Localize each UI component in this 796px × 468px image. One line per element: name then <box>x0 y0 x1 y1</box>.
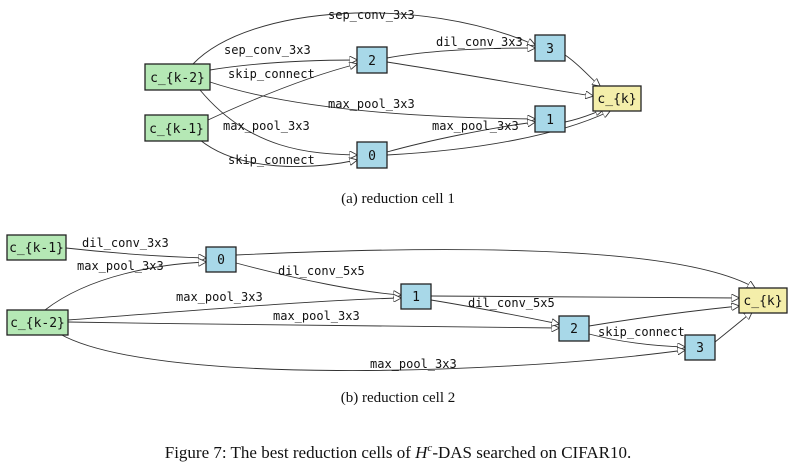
edge-b-n2-n3 <box>588 333 685 347</box>
node-label: 0 <box>217 253 225 268</box>
edge-a-n1-out <box>564 110 603 123</box>
edge-label: max_pool_3x3 <box>223 119 310 133</box>
node-2: 2 <box>558 315 590 342</box>
figure-caption-prefix: Figure 7: The best reduction cells of <box>165 443 415 462</box>
edge-labels-cell-2: dil_conv_3x3 max_pool_3x3 dil_conv_5x5 m… <box>77 236 685 371</box>
node-label: c_{k-1} <box>9 241 64 256</box>
diagram-reduction-cell-1: sep_conv_3x3 sep_conv_3x3 skip_connect m… <box>144 8 642 207</box>
edge-label: dil_conv_3x3 <box>436 35 523 49</box>
edge-label: max_pool_3x3 <box>273 309 360 323</box>
node-label: 3 <box>696 341 704 356</box>
node-label: 3 <box>546 42 554 57</box>
node-label: c_{k} <box>743 294 782 309</box>
nodes-cell-2: c_{k-1} c_{k-2} 0 1 2 3 <box>6 234 788 361</box>
edge-label: skip_connect <box>228 67 315 81</box>
edge-label: max_pool_3x3 <box>328 97 415 111</box>
node-3: 3 <box>684 334 716 361</box>
edge-a-n0-n1 <box>386 122 535 153</box>
node-3: 3 <box>534 34 566 62</box>
figure-caption: Figure 7: The best reduction cells of Hc… <box>165 442 632 462</box>
node-label: c_{k} <box>597 92 636 107</box>
node-c-k-2: c_{k-2} <box>144 63 211 91</box>
edge-a-km1-n0 <box>199 139 357 167</box>
edge-label: sep_conv_3x3 <box>224 43 311 57</box>
node-1: 1 <box>534 105 566 133</box>
edge-a-n3-out <box>564 54 600 86</box>
edge-a-km2-n3 <box>192 12 535 65</box>
edge-a-n2-out <box>386 61 593 96</box>
node-0: 0 <box>356 141 388 169</box>
edge-b-n0-n1 <box>235 262 401 295</box>
edge-label: skip_connect <box>598 325 685 339</box>
edge-b-n1-n2 <box>430 299 559 324</box>
nodes-cell-1: c_{k-2} c_{k-1} 0 1 2 3 <box>144 34 642 169</box>
edge-label: dil_conv_3x3 <box>82 236 169 250</box>
node-c-k: c_{k} <box>738 287 788 314</box>
edge-label: dil_conv_5x5 <box>468 296 555 310</box>
edge-b-km2-n1 <box>67 298 401 321</box>
node-0: 0 <box>205 246 237 273</box>
node-c-k-1: c_{k-1} <box>144 114 209 142</box>
figure-caption-symbol: H <box>414 443 429 462</box>
node-label: 1 <box>546 113 554 128</box>
node-label: c_{k-2} <box>150 71 205 86</box>
edges-cell-1 <box>192 12 610 167</box>
edge-a-n0-out <box>386 111 610 156</box>
edge-label: max_pool_3x3 <box>176 290 263 304</box>
node-c-k-2: c_{k-2} <box>6 309 69 336</box>
edge-a-km1-n2 <box>207 64 357 121</box>
edge-b-n3-out <box>714 312 752 343</box>
edge-b-n2-out <box>588 306 739 327</box>
node-2: 2 <box>356 46 388 74</box>
edge-b-n0-out <box>235 249 755 288</box>
edge-b-n1-out <box>430 296 739 298</box>
edge-a-km2-n0 <box>199 89 357 155</box>
figure-caption-superscript: c <box>427 442 432 454</box>
edge-a-km2-n1 <box>209 81 535 119</box>
node-label: 0 <box>368 149 376 164</box>
edges-cell-2 <box>44 247 755 371</box>
edge-label: sep_conv_3x3 <box>328 8 415 22</box>
node-c-k: c_{k} <box>592 85 642 112</box>
edge-label: max_pool_3x3 <box>370 357 457 371</box>
edge-label: max_pool_3x3 <box>77 259 164 273</box>
edge-a-n2-n3 <box>386 48 535 59</box>
edge-label: max_pool_3x3 <box>432 119 519 133</box>
subfigure-caption-b: (b) reduction cell 2 <box>341 390 456 406</box>
edge-labels-cell-1: sep_conv_3x3 sep_conv_3x3 skip_connect m… <box>223 8 523 167</box>
node-label: c_{k-2} <box>10 316 65 331</box>
node-label: 1 <box>412 290 420 305</box>
node-label: 2 <box>368 54 376 69</box>
diagram-reduction-cell-2: dil_conv_3x3 max_pool_3x3 dil_conv_5x5 m… <box>6 234 788 406</box>
edge-b-km2-n3 <box>59 333 685 371</box>
node-c-k-1: c_{k-1} <box>6 234 67 261</box>
edge-a-km2-n2 <box>209 60 357 71</box>
node-label: c_{k-1} <box>149 122 204 137</box>
figure-caption-suffix: -DAS searched on CIFAR10. <box>432 443 631 462</box>
edge-b-km1-n0 <box>65 247 206 258</box>
node-1: 1 <box>400 283 432 310</box>
edge-b-km2-n0 <box>44 262 206 311</box>
node-label: 2 <box>570 322 578 337</box>
edge-label: dil_conv_5x5 <box>278 264 365 278</box>
subfigure-caption-a: (a) reduction cell 1 <box>341 191 455 207</box>
edge-label: skip_connect <box>228 153 315 167</box>
